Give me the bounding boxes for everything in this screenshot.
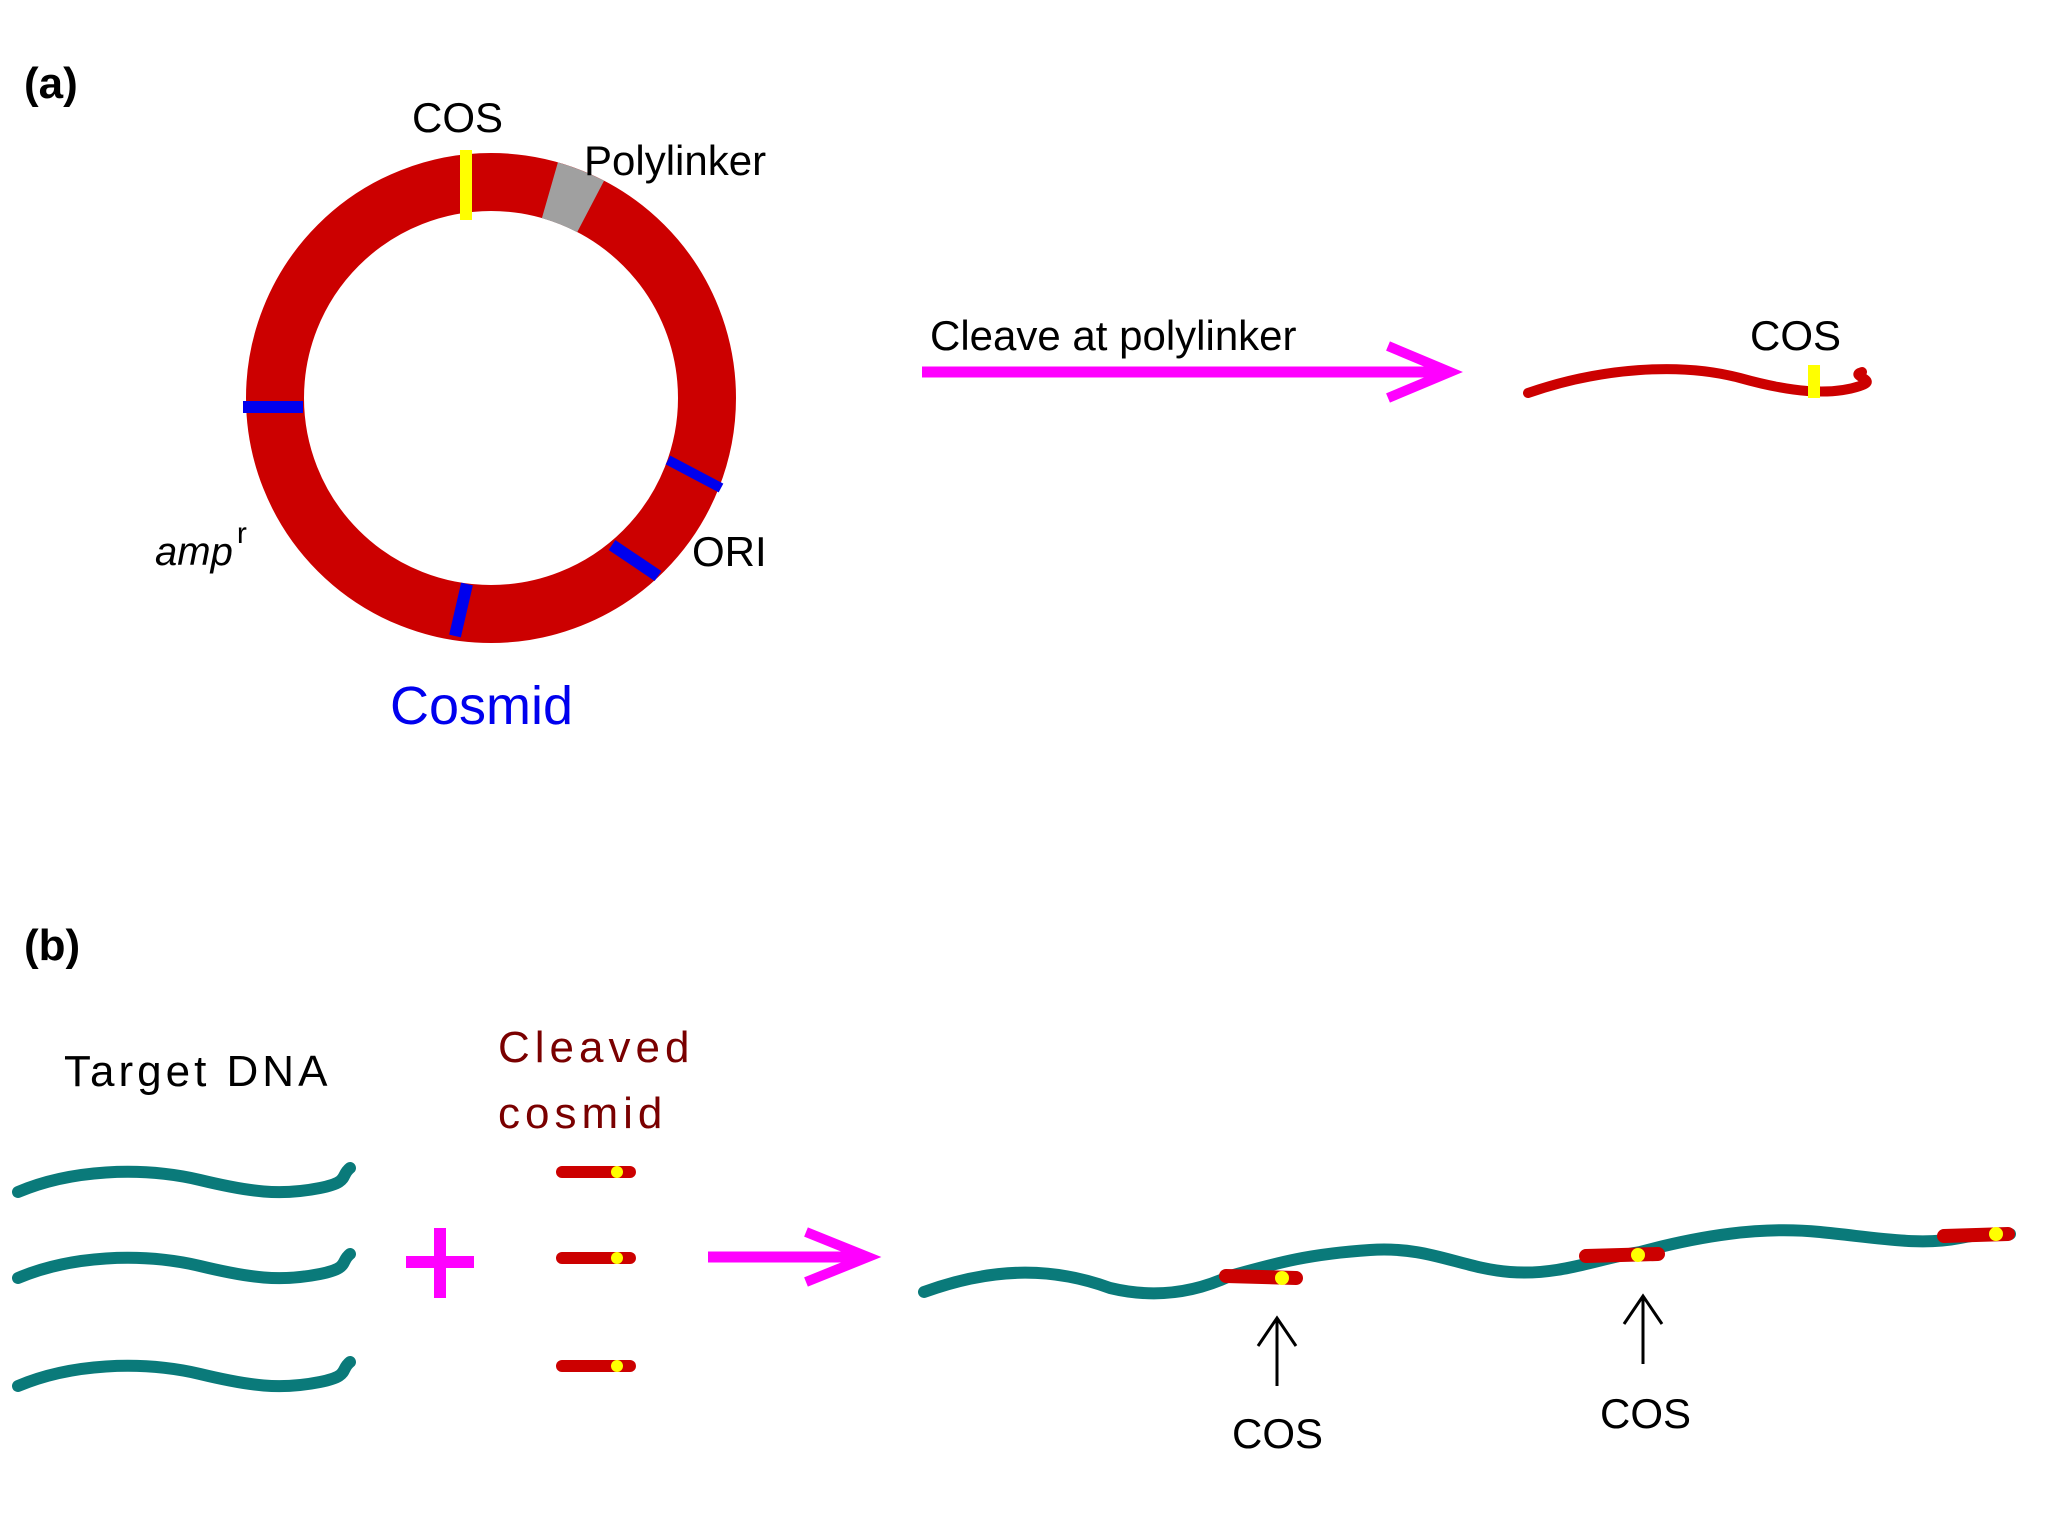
cosmid-fragment	[556, 1360, 636, 1372]
polylinker-region	[541, 162, 605, 233]
ori-marker-upper	[665, 455, 724, 493]
panel-b-label: (b)	[24, 921, 80, 970]
cosmid-label: Cosmid	[390, 676, 573, 736]
polylinker-label: Polylinker	[584, 137, 766, 184]
cos-pointer-2	[1622, 1293, 1664, 1364]
cleaved-label-line1: Cleaved	[498, 1023, 694, 1072]
amp-superscript: r	[237, 517, 247, 550]
cosmid-fragment	[556, 1166, 636, 1178]
inserted-cosmid-end	[1937, 1227, 2015, 1243]
cleaved-cosmid-fragments	[556, 1166, 636, 1372]
bottom-marker	[449, 582, 473, 638]
inserted-cosmid-1	[1219, 1269, 1303, 1285]
cosmid-fragment	[556, 1252, 636, 1264]
linear-cosmid	[1523, 364, 1872, 398]
ori-marker-lower	[608, 540, 662, 581]
cos-label: COS	[412, 94, 503, 141]
cleave-arrow	[922, 341, 1463, 403]
cos-pointer-1	[1256, 1315, 1298, 1386]
cleaved-label-line2: cosmid	[498, 1089, 667, 1138]
inserted-cosmid-2	[1579, 1247, 1665, 1263]
cos-label-1: COS	[1232, 1410, 1323, 1457]
linear-cos-label: COS	[1750, 312, 1841, 359]
plasmid-ring	[246, 153, 736, 643]
target-dna-strand	[12, 1248, 356, 1285]
target-dna-strand	[12, 1356, 356, 1393]
ligated-concatemer	[918, 1224, 2016, 1300]
ligation-arrow	[708, 1227, 882, 1287]
panel-a-label: (a)	[24, 59, 78, 108]
ori-label: ORI	[692, 528, 767, 575]
cleave-label: Cleave at polylinker	[930, 312, 1297, 359]
target-dna-strand	[12, 1162, 356, 1199]
target-dna-strands	[12, 1162, 356, 1393]
cos-label-2: COS	[1600, 1390, 1691, 1437]
cosmid-plasmid	[243, 150, 736, 643]
concatemer-dna	[918, 1224, 2016, 1300]
plus-sign	[406, 1228, 474, 1298]
target-dna-label: Target DNA	[64, 1047, 331, 1096]
